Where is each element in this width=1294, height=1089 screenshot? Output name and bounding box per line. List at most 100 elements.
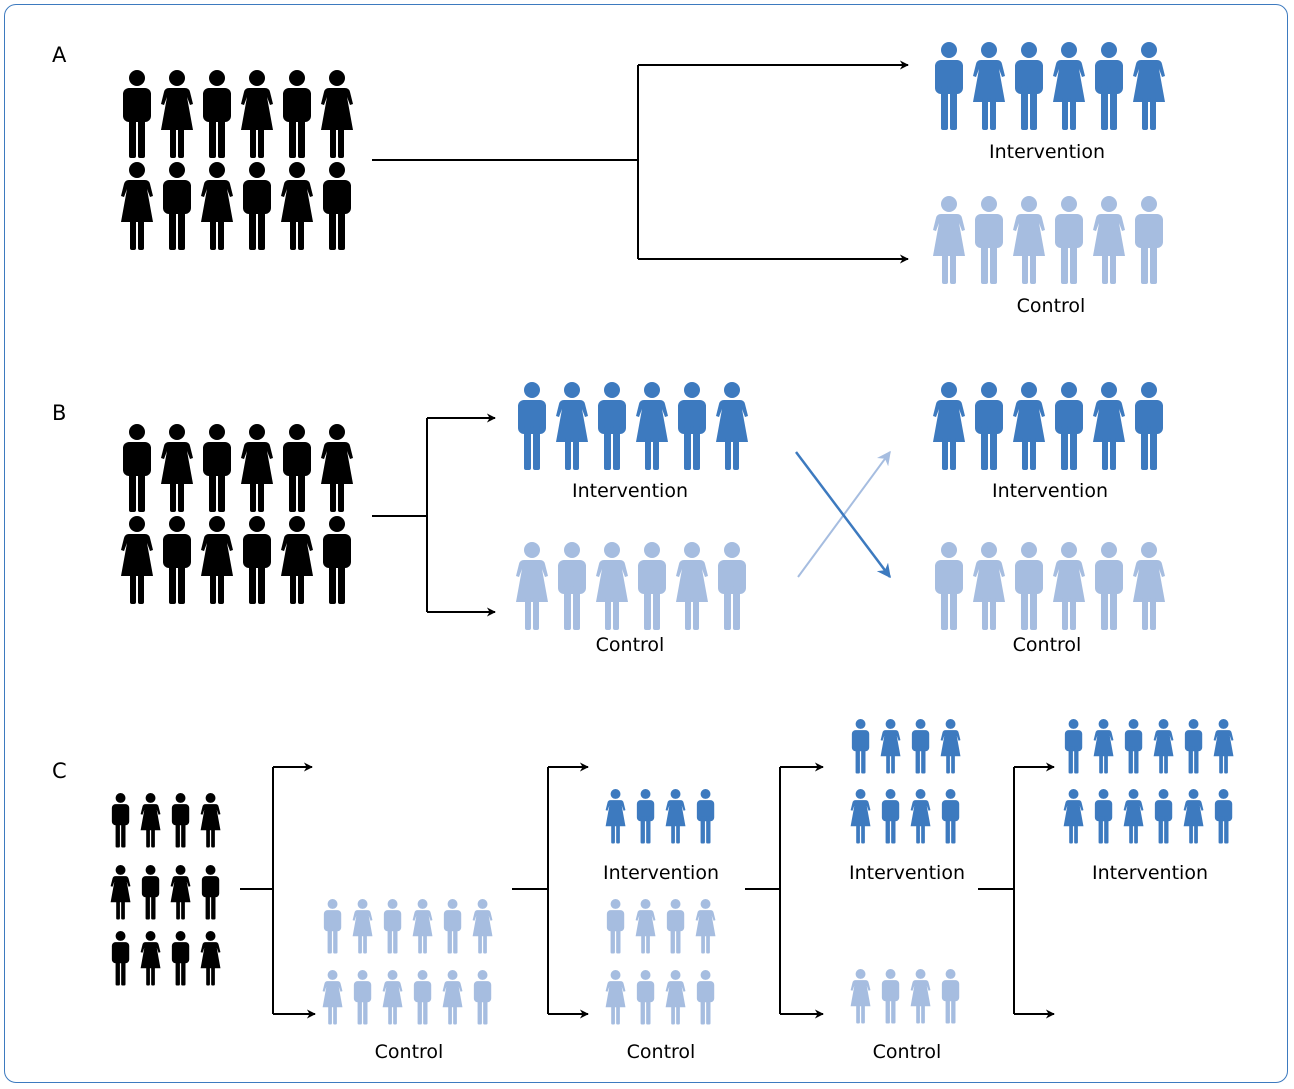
man-icon xyxy=(696,789,715,844)
man-icon xyxy=(323,899,342,954)
man-icon xyxy=(911,719,930,774)
woman-icon xyxy=(1183,789,1204,844)
man-icon xyxy=(243,516,271,604)
woman-icon xyxy=(140,931,161,986)
panel-a-letter: A xyxy=(52,43,67,67)
woman-icon xyxy=(605,970,626,1025)
man-icon xyxy=(941,789,960,844)
woman-icon xyxy=(910,789,931,844)
panel-c-step3-intervention-label: Intervention xyxy=(849,862,965,884)
woman-icon xyxy=(1153,719,1174,774)
woman-icon xyxy=(200,793,221,848)
panel-c-letter: C xyxy=(52,759,67,783)
man-icon xyxy=(473,970,492,1025)
woman-icon xyxy=(161,70,193,158)
woman-icon xyxy=(596,542,628,630)
woman-icon xyxy=(665,970,686,1025)
woman-icon xyxy=(1133,42,1165,130)
man-icon xyxy=(163,162,191,250)
woman-icon xyxy=(676,542,708,630)
man-icon xyxy=(975,382,1003,470)
panel-c-step2-intervention-label: Intervention xyxy=(603,862,719,884)
man-icon xyxy=(606,899,625,954)
man-icon xyxy=(636,789,655,844)
man-icon xyxy=(201,865,220,920)
woman-icon xyxy=(1093,196,1125,284)
woman-icon xyxy=(241,424,273,512)
woman-icon xyxy=(933,196,965,284)
man-icon xyxy=(1095,542,1123,630)
woman-icon xyxy=(121,516,153,604)
man-icon xyxy=(383,899,402,954)
woman-icon xyxy=(695,899,716,954)
man-icon xyxy=(638,542,666,630)
man-icon xyxy=(696,970,715,1025)
woman-icon xyxy=(241,70,273,158)
people-layer xyxy=(110,42,1234,1025)
panel-b-letter: B xyxy=(52,401,66,425)
woman-icon xyxy=(636,382,668,470)
woman-icon xyxy=(635,899,656,954)
woman-icon xyxy=(161,424,193,512)
woman-icon xyxy=(1213,719,1234,774)
man-icon xyxy=(283,70,311,158)
man-icon xyxy=(283,424,311,512)
woman-icon xyxy=(110,865,131,920)
man-icon xyxy=(123,70,151,158)
woman-icon xyxy=(201,162,233,250)
woman-icon xyxy=(382,970,403,1025)
man-icon xyxy=(323,516,351,604)
man-icon xyxy=(558,542,586,630)
woman-icon xyxy=(910,969,931,1024)
woman-icon xyxy=(281,162,313,250)
woman-icon xyxy=(1013,196,1045,284)
man-icon xyxy=(1135,196,1163,284)
woman-icon xyxy=(442,970,463,1025)
woman-icon xyxy=(1133,542,1165,630)
arrow-layer xyxy=(240,60,1055,1019)
man-icon xyxy=(1214,789,1233,844)
woman-icon xyxy=(716,382,748,470)
woman-icon xyxy=(973,542,1005,630)
man-icon xyxy=(443,899,462,954)
panel-b-crossover-intervention-label: Intervention xyxy=(992,480,1108,502)
woman-icon xyxy=(850,969,871,1024)
woman-icon xyxy=(1063,789,1084,844)
man-icon xyxy=(851,719,870,774)
woman-icon xyxy=(1013,382,1045,470)
woman-icon xyxy=(200,931,221,986)
panel-c-step4-intervention-label: Intervention xyxy=(1092,862,1208,884)
woman-icon xyxy=(140,793,161,848)
man-icon xyxy=(413,970,432,1025)
man-icon xyxy=(123,424,151,512)
figure-frame xyxy=(4,4,1288,1083)
woman-icon xyxy=(940,719,961,774)
woman-icon xyxy=(201,516,233,604)
woman-icon xyxy=(322,970,343,1025)
woman-icon xyxy=(665,789,686,844)
woman-icon xyxy=(321,424,353,512)
man-icon xyxy=(111,793,130,848)
man-icon xyxy=(163,516,191,604)
woman-icon xyxy=(352,899,373,954)
woman-icon xyxy=(1123,789,1144,844)
woman-icon xyxy=(850,789,871,844)
man-icon xyxy=(1015,542,1043,630)
man-icon xyxy=(941,969,960,1024)
woman-icon xyxy=(1053,542,1085,630)
panel-c-step3-control-label: Control xyxy=(873,1041,942,1063)
man-icon xyxy=(881,969,900,1024)
man-icon xyxy=(881,789,900,844)
woman-icon xyxy=(472,899,493,954)
man-icon xyxy=(203,424,231,512)
woman-icon xyxy=(321,70,353,158)
man-icon xyxy=(1055,196,1083,284)
man-icon xyxy=(518,382,546,470)
man-icon xyxy=(1154,789,1173,844)
man-icon xyxy=(598,382,626,470)
panel-b-intervention-label: Intervention xyxy=(572,480,688,502)
panel-c-step2-control-label: Control xyxy=(627,1041,696,1063)
man-icon xyxy=(666,899,685,954)
crossover-arrow-intervention-to-control xyxy=(795,451,891,579)
